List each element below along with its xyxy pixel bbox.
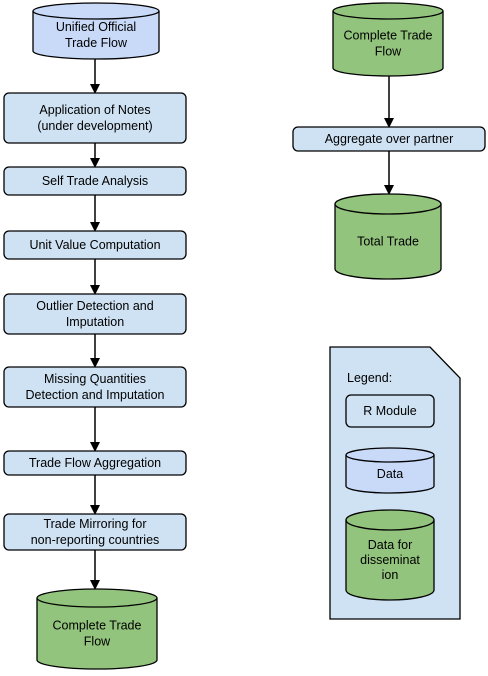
complete-trade-flow-output-top-rim: [36, 597, 158, 608]
legend-dissemination-data-body: [345, 509, 435, 601]
aggregate-over-partner-module: Aggregate over partner: [292, 126, 486, 152]
trade-mirroring-module: Trade Mirroring for non-reporting countri…: [3, 513, 187, 551]
total-trade-output-body: [334, 193, 442, 280]
complete-trade-flow-output-line-2: Flow: [84, 635, 111, 649]
outlier-detection-module-line-2: Imputation: [66, 315, 124, 329]
trade-flow-aggregation-module-shape: [3, 450, 187, 476]
legend-dissemination-data-line-2: disseminat: [360, 553, 420, 567]
outlier-detection-module-shape: [3, 293, 187, 335]
aggregate-over-partner-module-shape: [292, 126, 486, 152]
legend-r-module-line-1: R Module: [363, 404, 417, 418]
total-trade-output: Total Trade: [334, 193, 442, 280]
missing-quantities-module-shape: [3, 366, 187, 408]
self-trade-analysis-module-shape: [3, 166, 187, 196]
legend-r-module: R Module: [345, 394, 435, 428]
complete-trade-flow-data-body: [332, 2, 444, 77]
total-trade-output-line-1: Total Trade: [357, 235, 419, 249]
trade-mirroring-module-shape: [3, 513, 187, 551]
total-trade-output-top-rim: [334, 203, 442, 215]
complete-trade-flow-output-line-1: Complete Trade: [53, 619, 142, 633]
legend-dissemination-data-line-1: Data for: [368, 538, 412, 552]
application-of-notes-module-shape: [3, 92, 187, 144]
legend-dissemination-data-line-3: ion: [382, 568, 399, 582]
application-of-notes-module: Application of Notes (under development): [3, 92, 187, 144]
application-of-notes-module-line-1: Application of Notes: [39, 103, 150, 117]
legend-data-line-1: Data: [377, 467, 403, 481]
unit-value-computation-module: Unit Value Computation: [3, 230, 187, 260]
self-trade-analysis-module: Self Trade Analysis: [3, 166, 187, 196]
unified-trade-flow-data-line-2: Trade Flow: [65, 36, 128, 50]
unified-trade-flow-data-top-rim: [32, 10, 160, 20]
complete-trade-flow-data-line-1: Complete Trade: [344, 29, 433, 43]
self-trade-analysis-module-line-1: Self Trade Analysis: [42, 174, 148, 188]
unified-trade-flow-data-body: [32, 2, 160, 60]
trade-flow-aggregation-module-line-1: Trade Flow Aggregation: [29, 456, 161, 470]
missing-quantities-module-line-2: Detection and Imputation: [26, 388, 165, 402]
unified-trade-flow-data-line-1: Unified Official: [56, 20, 136, 34]
trade-mirroring-module-line-2: non-reporting countries: [31, 533, 160, 547]
trade-mirroring-module-line-1: Trade Mirroring for: [43, 517, 146, 531]
legend-data-top-rim: [345, 454, 435, 463]
legend-r-module-shape: [345, 394, 435, 428]
complete-trade-flow-data-line-2: Flow: [375, 45, 402, 59]
trade-flow-aggregation-module: Trade Flow Aggregation: [3, 450, 187, 476]
application-of-notes-module-line-2: (under development): [37, 119, 152, 133]
aggregate-over-partner-module-line-1: Aggregate over partner: [325, 132, 454, 146]
complete-trade-flow-data-top-rim: [332, 10, 444, 20]
complete-trade-flow-output-body: [36, 588, 158, 670]
legend-data: Data: [345, 447, 435, 494]
unit-value-computation-module-line-1: Unit Value Computation: [29, 238, 160, 252]
legend-data-body: [345, 447, 435, 494]
missing-quantities-module-line-1: Missing Quantities: [44, 372, 146, 386]
outlier-detection-module-line-1: Outlier Detection and: [36, 299, 153, 313]
unit-value-computation-module-shape: [3, 230, 187, 260]
legend-dissemination-data-top-rim: [345, 519, 435, 531]
legend-title: Legend:: [347, 371, 392, 385]
